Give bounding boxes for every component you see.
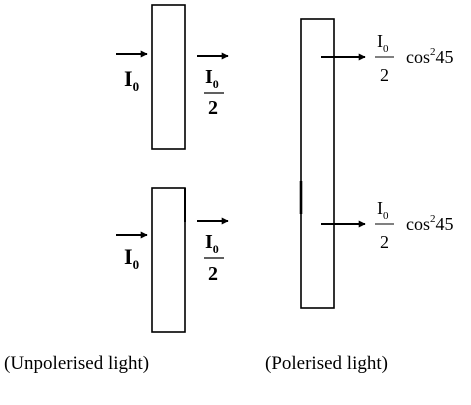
caption-polarised: (Polerised light) bbox=[265, 353, 388, 374]
cos-power: 2 bbox=[430, 213, 436, 225]
output-intensity-symbol: I bbox=[377, 198, 383, 218]
output-intensity-subscript: 0 bbox=[383, 210, 389, 222]
incident-intensity-subscript: 0 bbox=[133, 257, 140, 272]
svg-text:cos245: cos245 bbox=[406, 213, 454, 234]
cos-power: 2 bbox=[430, 46, 436, 58]
fraction-denominator: 2 bbox=[208, 97, 218, 119]
output-intensity-subscript: 0 bbox=[383, 43, 389, 55]
svg-text:I0: I0 bbox=[377, 31, 389, 55]
cos-angle: 45 bbox=[436, 47, 454, 67]
fraction-denominator: 2 bbox=[208, 263, 218, 285]
polariser-top-left bbox=[151, 4, 186, 150]
svg-text:I0: I0 bbox=[377, 198, 389, 222]
incident-intensity-symbol: I bbox=[124, 244, 133, 269]
transmitted-intensity-subscript: 0 bbox=[213, 242, 219, 256]
incident-intensity-subscript: 0 bbox=[133, 79, 140, 94]
top-left-setup: I0 I0 2 bbox=[116, 4, 229, 150]
fraction-denominator: 2 bbox=[380, 232, 389, 252]
caption-unpolarised: (Unpolerised light) bbox=[4, 353, 149, 374]
transmitted-intensity-symbol: I bbox=[205, 66, 213, 88]
transmitted-intensity-symbol: I bbox=[205, 231, 213, 253]
cos-function: cos bbox=[406, 214, 430, 234]
svg-text:I0: I0 bbox=[205, 231, 219, 256]
svg-text:cos245: cos245 bbox=[406, 46, 454, 67]
right-setup: I0 2 cos245 I0 2 cos245 bbox=[299, 18, 454, 309]
bottom-left-setup: I0 I0 2 bbox=[116, 187, 229, 333]
analyser-right bbox=[300, 18, 335, 309]
cos-angle: 45 bbox=[436, 214, 454, 234]
transmitted-intensity-subscript: 0 bbox=[213, 77, 219, 91]
svg-text:I0: I0 bbox=[124, 66, 139, 94]
polariser-bottom-left bbox=[151, 187, 186, 333]
svg-text:I0: I0 bbox=[205, 66, 219, 91]
output-intensity-symbol: I bbox=[377, 31, 383, 51]
cos-function: cos bbox=[406, 47, 430, 67]
svg-text:I0: I0 bbox=[124, 244, 139, 272]
fraction-denominator: 2 bbox=[380, 65, 389, 85]
incident-intensity-symbol: I bbox=[124, 66, 133, 91]
